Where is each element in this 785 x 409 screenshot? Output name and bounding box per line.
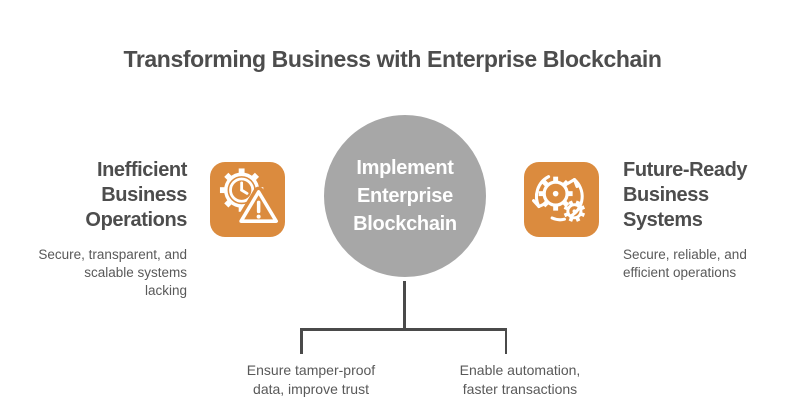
gears-sync-icon [532,175,586,222]
right-node-heading: Future-Ready Business Systems [623,159,748,231]
connector-left-drop [300,328,303,354]
right-node: Future-Ready Business Systems Secure, re… [623,158,775,282]
connector-crossbar [300,328,507,331]
connector-stem [403,281,406,329]
outcome-label-left: Ensure tamper-proof data, improve trust [246,362,376,397]
center-node-circle: Implement Enterprise Blockchain [321,112,489,280]
gear-warning-icon [219,168,282,227]
outcome-label-right: Enable automation, faster transactions [459,362,581,397]
left-node-subtitle: Secure, transparent, and scalable system… [38,247,187,298]
connector-right-drop [504,328,507,354]
right-node-subtitle: Secure, reliable, and efficient operatio… [623,247,747,280]
left-node: Inefficient Business Operations Secure, … [25,158,187,300]
diagram-title: Transforming Business with Enterprise Bl… [123,46,662,72]
left-icon-box [210,162,285,237]
center-node-label: Implement Enterprise Blockchain [353,157,457,235]
left-node-heading: Inefficient Business Operations [85,159,187,231]
right-icon-box [524,162,599,237]
